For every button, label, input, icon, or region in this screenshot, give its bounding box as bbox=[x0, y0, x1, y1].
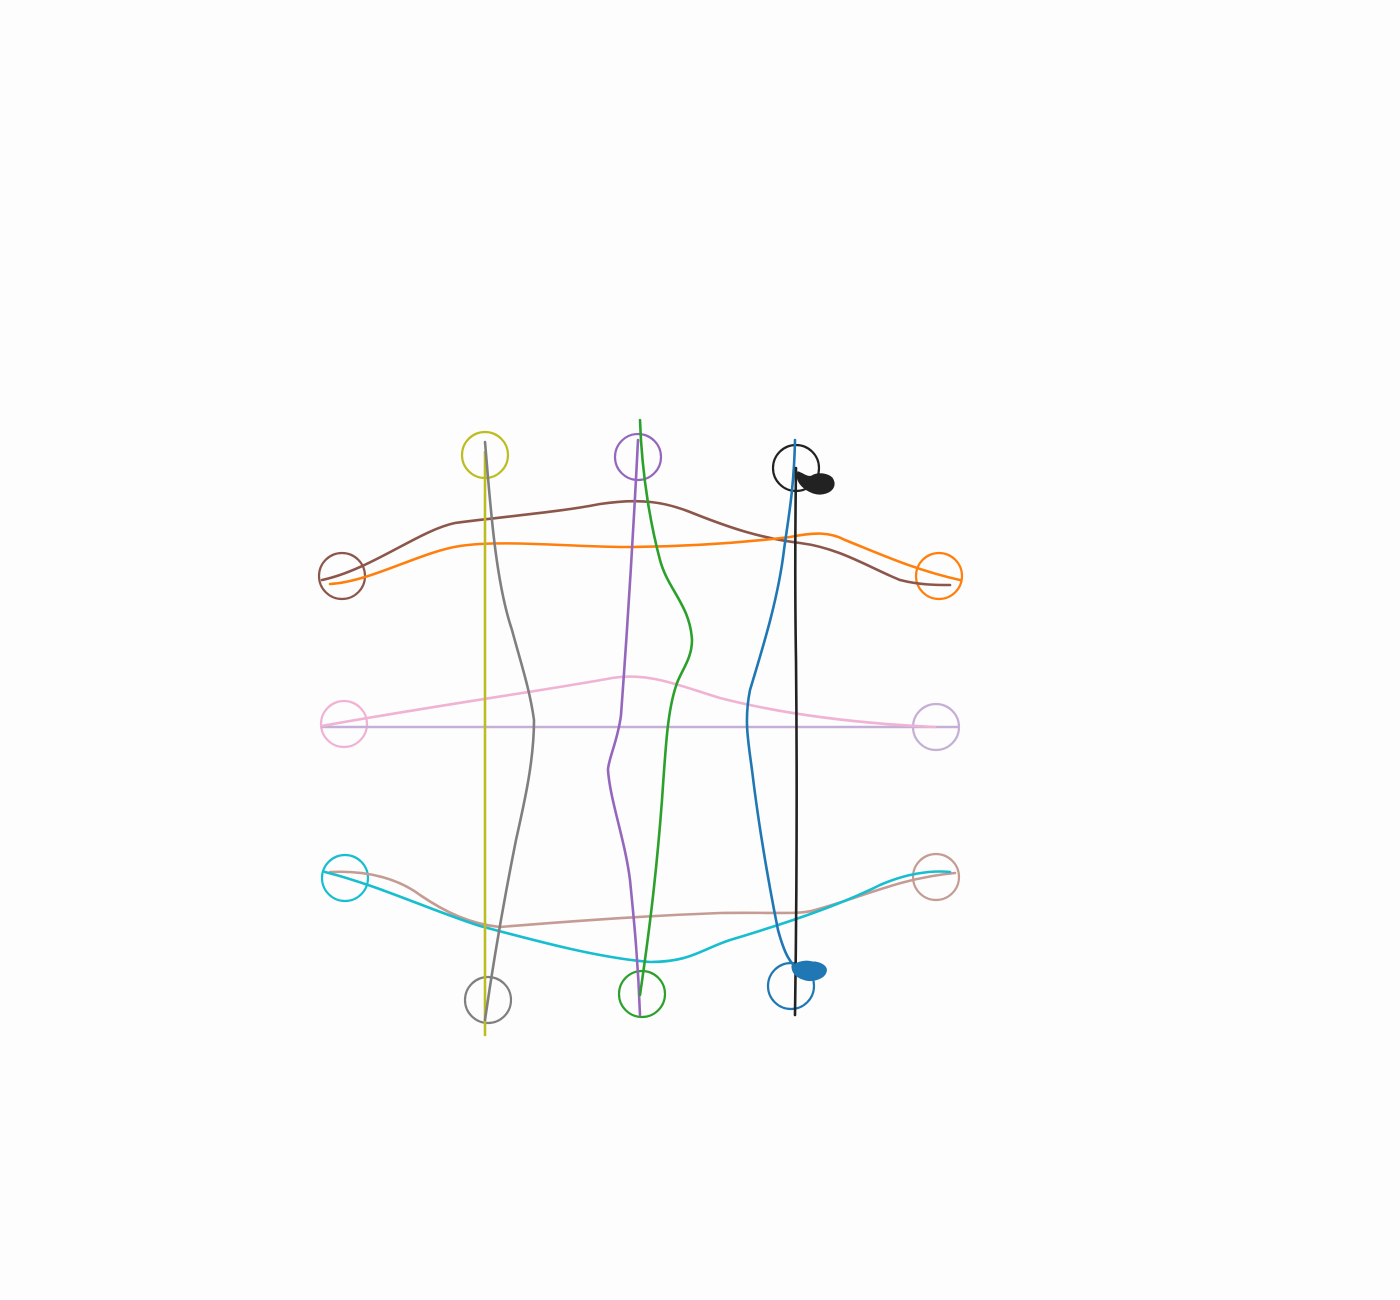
trajectory-cyan bbox=[323, 870, 952, 964]
trajectory-purple bbox=[606, 438, 642, 1017]
endpoint-clusters bbox=[791, 471, 835, 982]
trajectory-gray bbox=[483, 440, 536, 1022]
goal-circle-pink bbox=[319, 699, 369, 749]
trajectory-pink bbox=[320, 675, 937, 729]
trajectory-black bbox=[793, 466, 798, 1017]
goal-circle-orange bbox=[914, 551, 964, 601]
trajectory-brown bbox=[320, 499, 952, 587]
trajectory-light-brown bbox=[328, 870, 957, 929]
trajectory-blue bbox=[745, 438, 802, 972]
goal-circle-brown bbox=[317, 551, 367, 601]
trajectory-green bbox=[638, 418, 694, 997]
goal-circle-cyan bbox=[320, 853, 370, 903]
goal-circle-light-brown bbox=[911, 852, 961, 902]
blue-endpoint-cluster bbox=[791, 960, 827, 982]
goal-circle-gray bbox=[463, 975, 513, 1025]
goal-circle-green bbox=[617, 969, 667, 1019]
black-endpoint-cluster bbox=[796, 471, 835, 495]
trajectory-orange bbox=[328, 532, 962, 586]
goal-circle-purple bbox=[613, 432, 663, 482]
trajectories bbox=[320, 418, 962, 1037]
